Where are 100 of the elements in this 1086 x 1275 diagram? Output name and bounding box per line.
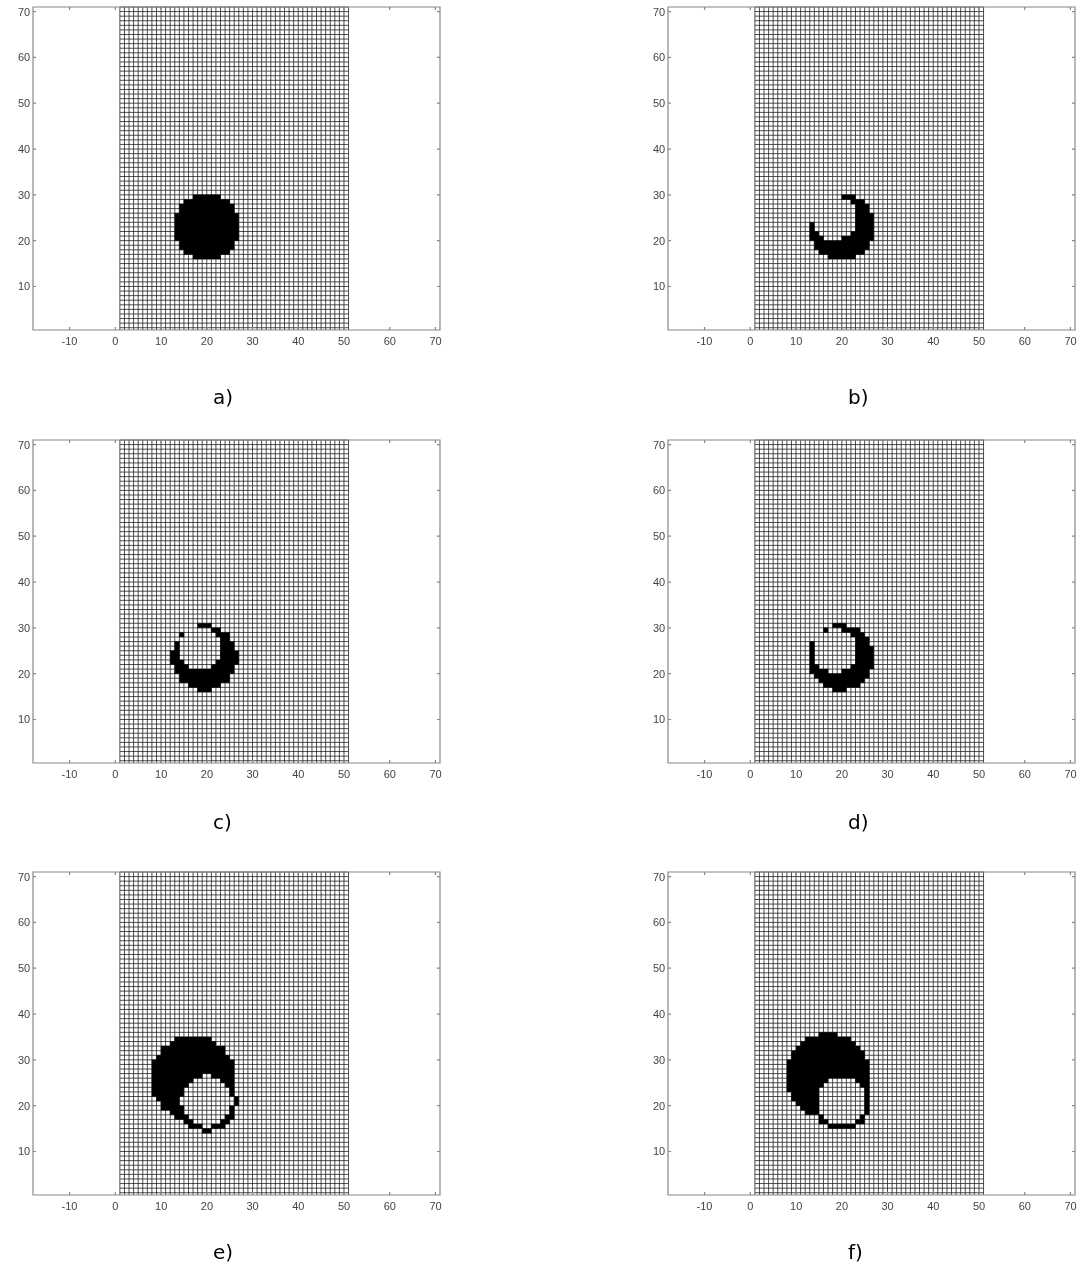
tick-label: 70 — [653, 438, 666, 451]
tick-label: 40 — [18, 1008, 31, 1020]
tick-label: 0 — [112, 1200, 119, 1212]
tick-label: 20 — [18, 667, 31, 680]
tick-label: 10 — [155, 768, 168, 780]
tick-label: 60 — [653, 916, 666, 929]
tick-label: 10 — [18, 1145, 31, 1158]
tick-label: 50 — [653, 530, 666, 543]
tick-label: 60 — [1018, 335, 1031, 347]
tick-label: 50 — [972, 1200, 986, 1212]
tick-label: 10 — [653, 713, 666, 726]
tick-label: 50 — [337, 1200, 351, 1212]
tick-label: 0 — [747, 1200, 754, 1212]
tick-label: 20 — [18, 1099, 31, 1112]
tick-label: 70 — [18, 438, 31, 451]
tick-label: 60 — [653, 51, 666, 64]
tick-label: 40 — [653, 143, 666, 155]
tick-label: 60 — [383, 335, 396, 347]
tick-label: 20 — [200, 768, 213, 780]
tick-label: 40 — [927, 335, 940, 347]
tick-label: 30 — [881, 768, 894, 780]
tick-label: 30 — [18, 1053, 31, 1066]
tick-label: 20 — [835, 335, 848, 347]
tick-label: 10 — [653, 1145, 666, 1158]
tick-label: 30 — [18, 188, 31, 201]
tick-label: 40 — [18, 143, 31, 155]
tick-label: 40 — [292, 1200, 305, 1212]
tick-label: 50 — [337, 768, 351, 780]
tick-label: 10 — [18, 713, 31, 726]
panel-label: b) — [848, 385, 869, 409]
tick-label: 0 — [112, 335, 119, 347]
tick-label: 50 — [337, 335, 351, 347]
tick-label: 70 — [429, 335, 442, 347]
tick-label: -10 — [696, 1200, 713, 1212]
tick-label: 60 — [383, 1200, 396, 1212]
tick-label: 40 — [18, 576, 31, 588]
tick-label: 10 — [790, 1200, 803, 1212]
tick-label: 0 — [112, 768, 119, 780]
tick-label: 60 — [383, 768, 396, 780]
tick-label: 40 — [927, 1200, 940, 1212]
tick-label: 10 — [155, 335, 168, 347]
tick-label: 30 — [881, 1200, 894, 1212]
tick-label: 10 — [790, 768, 803, 780]
tick-label: 60 — [1018, 1200, 1031, 1212]
tick-label: 40 — [927, 768, 940, 780]
tick-label: -10 — [61, 1200, 78, 1212]
tick-label: 0 — [747, 335, 754, 347]
tick-label: 10 — [18, 280, 31, 293]
tick-label: 50 — [972, 768, 986, 780]
tick-label: 50 — [653, 97, 666, 110]
tick-label: 50 — [18, 97, 31, 110]
panel-label: f) — [848, 1240, 863, 1264]
tick-label: 30 — [246, 335, 259, 347]
tick-label: -10 — [61, 335, 78, 347]
panel-label: c) — [213, 810, 232, 834]
tick-label: 30 — [246, 1200, 259, 1212]
tick-label: 0 — [747, 768, 754, 780]
tick-label: 50 — [972, 335, 986, 347]
tick-label: 70 — [1064, 1200, 1077, 1212]
panel-label: e) — [213, 1240, 234, 1264]
tick-label: 40 — [292, 768, 305, 780]
tick-label: -10 — [61, 768, 78, 780]
tick-label: 50 — [653, 962, 666, 975]
tick-label: 70 — [18, 5, 31, 18]
tick-label: 70 — [653, 5, 666, 18]
panel-label: d) — [848, 810, 869, 834]
tick-label: 70 — [429, 768, 442, 780]
tick-label: 20 — [653, 667, 666, 680]
tick-label: 50 — [18, 530, 31, 543]
tick-label: 60 — [653, 484, 666, 497]
tick-label: 20 — [200, 1200, 213, 1212]
tick-label: 60 — [18, 51, 31, 64]
tick-label: -10 — [696, 335, 713, 347]
tick-label: 10 — [155, 1200, 168, 1212]
tick-label: 40 — [653, 576, 666, 588]
tick-label: 60 — [18, 484, 31, 497]
tick-label: 40 — [292, 335, 305, 347]
tick-label: 10 — [653, 280, 666, 293]
panel-label: a) — [213, 385, 234, 409]
tick-label: 20 — [653, 234, 666, 247]
tick-label: 70 — [653, 870, 666, 883]
tick-label: 40 — [653, 1008, 666, 1020]
tick-label: 30 — [18, 621, 31, 634]
tick-label: 30 — [653, 1053, 666, 1066]
tick-label: 30 — [246, 768, 259, 780]
tick-label: 20 — [653, 1099, 666, 1112]
tick-label: 70 — [1064, 335, 1077, 347]
tick-label: 20 — [835, 768, 848, 780]
tick-label: 20 — [200, 335, 213, 347]
tick-label: -10 — [696, 768, 713, 780]
tick-label: 60 — [18, 916, 31, 929]
tick-label: 70 — [429, 1200, 442, 1212]
tick-label: 30 — [653, 188, 666, 201]
tick-label: 30 — [653, 621, 666, 634]
tick-label: 30 — [881, 335, 894, 347]
tick-label: 20 — [18, 234, 31, 247]
tick-label: 10 — [790, 335, 803, 347]
tick-label: 50 — [18, 962, 31, 975]
tick-label: 70 — [18, 870, 31, 883]
tick-label: 60 — [1018, 768, 1031, 780]
